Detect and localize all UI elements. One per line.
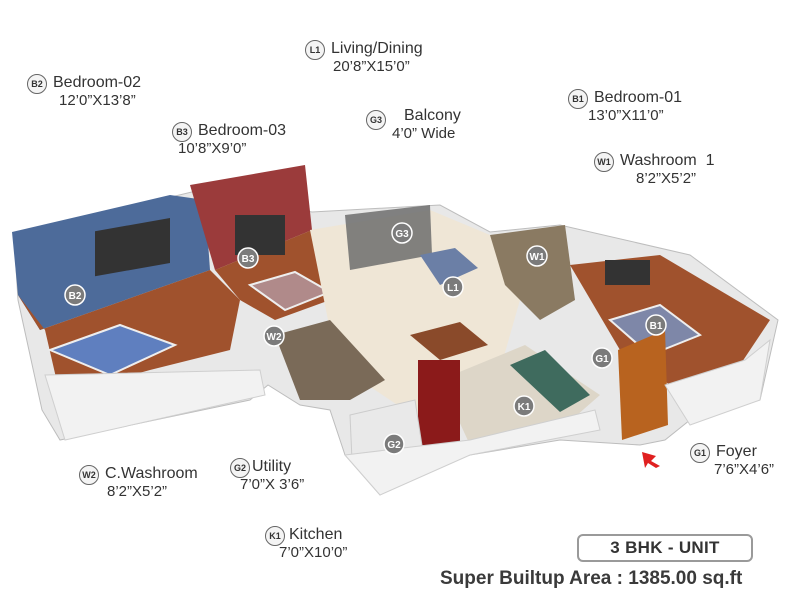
wall-front-left	[44, 369, 266, 441]
cwashroom-dims: 8’2”X5’2”	[107, 483, 168, 500]
entry-arrow	[642, 452, 660, 468]
label-bedroom1: B1 Bedroom-01 13’0”X11’0”	[568, 89, 682, 125]
super-builtup-area: Super Builtup Area : 1385.00 sq.ft	[440, 568, 743, 589]
living-name: Living/Dining	[331, 40, 423, 57]
tag-w2: W2	[79, 465, 99, 485]
tag-k1: K1	[265, 526, 285, 546]
kitchen-counter	[510, 350, 590, 412]
label-bedroom2: B2 Bedroom-02 12’0”X13’8”	[27, 74, 141, 110]
svg-text:W2: W2	[267, 332, 282, 343]
tag-l1: L1	[305, 40, 325, 60]
sofa	[420, 248, 478, 285]
living-dims: 20’8”X15’0”	[333, 58, 410, 75]
label-utility: G2 Utility 7’0”X 3’6”	[230, 458, 304, 494]
marker-b3: B3	[237, 247, 259, 269]
svg-text:W1: W1	[530, 252, 545, 263]
bedroom2-window	[95, 218, 170, 277]
utility-dims: 7’0”X 3’6”	[240, 476, 305, 493]
bedroom1-name: Bedroom-01	[594, 89, 683, 106]
bedroom3-dims: 10’8”X9’0”	[178, 140, 247, 157]
balcony-name: Balcony	[404, 107, 461, 124]
marker-b2: B2	[64, 284, 86, 306]
label-bedroom3: B3 Bedroom-03 10’8”X9’0”	[172, 122, 286, 158]
marker-b1: B1	[645, 314, 667, 336]
balcony-dims: 4’0” Wide	[392, 125, 456, 142]
common-washroom	[275, 320, 385, 400]
marker-g3: G3	[391, 222, 413, 244]
bedroom1-window	[605, 260, 650, 285]
tag-w1: W1	[594, 152, 614, 172]
bedroom1-dims: 13’0”X11’0”	[588, 107, 664, 124]
cwashroom-name: C.Washroom	[105, 465, 198, 482]
marker-w1: W1	[526, 245, 548, 267]
bedroom2-bed	[47, 323, 178, 377]
svg-text:B1: B1	[650, 321, 663, 332]
svg-text:G2: G2	[387, 440, 401, 451]
svg-text:B3: B3	[242, 254, 255, 265]
washroom1-dims: 8’2”X5’2”	[636, 170, 697, 187]
washroom1-name: Washroom 1	[620, 152, 715, 169]
marker-w2: W2	[263, 325, 285, 347]
dining-table	[410, 322, 488, 360]
foyer-dims: 7’6”X4’6”	[714, 461, 775, 478]
svg-text:L1: L1	[447, 283, 459, 294]
bedroom2-name: Bedroom-02	[53, 74, 142, 91]
label-living: L1 Living/Dining 20’8”X15’0”	[305, 40, 423, 76]
washroom1	[490, 225, 575, 320]
svg-text:K1: K1	[518, 402, 531, 413]
tag-b3: B3	[172, 122, 192, 142]
svg-text:G3: G3	[395, 229, 409, 240]
fridge	[418, 360, 460, 445]
marker-g1: G1	[591, 347, 613, 369]
balcony-glass	[345, 205, 432, 270]
tag-g2: G2	[230, 458, 250, 478]
label-cwashroom: W2 C.Washroom 8’2”X5’2”	[79, 465, 198, 501]
marker-g2: G2	[383, 433, 405, 455]
tag-b2: B2	[27, 74, 47, 94]
kitchen-name: Kitchen	[289, 526, 343, 543]
foyer-name: Foyer	[716, 443, 757, 460]
marker-l1: L1	[442, 276, 464, 298]
bedroom2-dims: 12’0”X13’8”	[59, 92, 136, 109]
utility-name: Utility	[252, 458, 292, 475]
tag-g1: G1	[690, 443, 710, 463]
label-kitchen: K1 Kitchen 7’0”X10’0”	[265, 526, 347, 562]
foyer-door	[618, 330, 668, 440]
label-balcony: G3 Balcony 4’0” Wide	[366, 107, 461, 143]
wall-front-mid	[343, 409, 601, 496]
label-washroom1: W1 Washroom 1 8’2”X5’2”	[594, 152, 715, 188]
kitchen-dims: 7’0”X10’0”	[279, 544, 348, 561]
svg-text:B2: B2	[69, 291, 82, 302]
svg-text:G1: G1	[595, 354, 609, 365]
wall-front-right	[664, 338, 771, 426]
tag-g3: G3	[366, 110, 386, 130]
unit-type-badge: 3 BHK - UNIT	[577, 534, 753, 562]
tag-b1: B1	[568, 89, 588, 109]
marker-k1: K1	[513, 395, 535, 417]
bedroom3-name: Bedroom-03	[198, 122, 287, 139]
label-foyer: G1 Foyer 7’6”X4’6”	[690, 443, 774, 479]
